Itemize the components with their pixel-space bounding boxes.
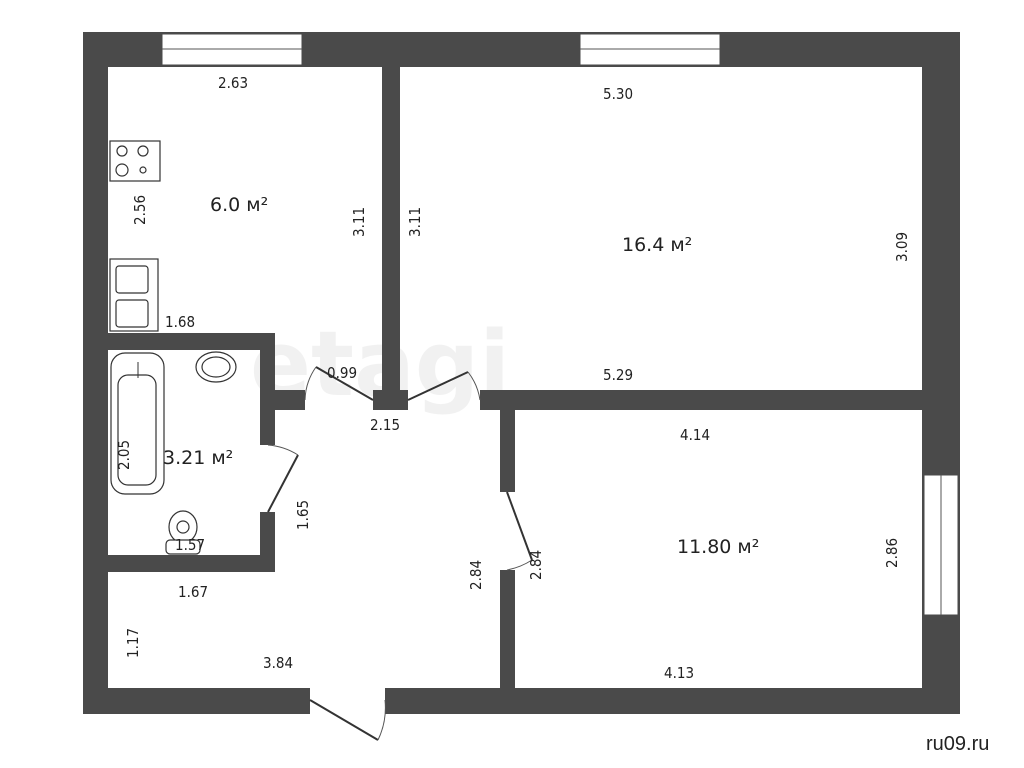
washbasin-icon — [195, 351, 237, 383]
site-label: ru09.ru — [926, 733, 989, 755]
dim-living-bottom: 5.29 — [603, 366, 633, 384]
door-kitchen[interactable] — [304, 366, 374, 401]
toilet-icon — [165, 510, 201, 555]
wall-bottom-right — [385, 688, 960, 714]
dim-bath-left: 2.05 — [115, 440, 133, 470]
wall-bedroom-left-lower — [500, 570, 515, 688]
sink-icon — [109, 258, 159, 332]
dim-bedroom-bottom: 4.13 — [664, 664, 694, 682]
wall-bottom-left — [83, 688, 310, 714]
wall-left — [83, 32, 108, 714]
dim-kitchen-top: 2.63 — [218, 74, 248, 92]
dim-bedroom-left: 2.84 — [527, 550, 545, 580]
wall-pillar — [373, 390, 408, 410]
dim-kitchen-right: 3.11 — [350, 207, 368, 237]
dim-hall-door: 0.99 — [327, 364, 357, 382]
dim-hall-top: 2.15 — [370, 416, 400, 434]
wall-bath-bottom — [108, 555, 275, 572]
dim-living-top: 5.30 — [603, 85, 633, 103]
dim-hall-lower-top: 1.67 — [178, 583, 208, 601]
stove-icon — [109, 140, 161, 182]
dim-bedroom-right: 2.86 — [883, 538, 901, 568]
dim-hall-right: 2.84 — [467, 560, 485, 590]
window-bedroom — [923, 474, 959, 616]
window-kitchen — [161, 33, 303, 66]
wall-bath-right-upper — [260, 333, 275, 445]
wall-bedroom-left-upper — [500, 410, 515, 492]
wall-kitchen-bath — [108, 333, 275, 350]
wall-kitchen-living — [382, 67, 400, 390]
window-living — [579, 33, 721, 66]
door-bedroom[interactable] — [506, 491, 533, 571]
door-bathroom[interactable] — [267, 444, 299, 513]
bathtub-icon — [110, 352, 165, 495]
dim-hall-bottom: 3.84 — [263, 654, 293, 672]
dim-hall-left: 1.65 — [294, 500, 312, 530]
dim-kitchen-left: 2.56 — [131, 195, 149, 225]
wall-hall-top — [260, 390, 305, 410]
area-kitchen: 6.0 м² — [210, 194, 268, 216]
dim-bath-bottom: 1.57 — [175, 536, 205, 554]
dim-living-left: 3.11 — [406, 207, 424, 237]
door-living[interactable] — [407, 371, 481, 401]
dim-living-right: 3.09 — [893, 232, 911, 262]
area-bathroom: 3.21 м² — [163, 447, 233, 469]
area-bedroom: 11.80 м² — [677, 536, 759, 558]
door-entrance[interactable] — [309, 699, 386, 741]
dim-hall-lower-left: 1.17 — [124, 628, 142, 658]
dim-bedroom-top: 4.14 — [680, 426, 710, 444]
dim-kitchen-bottom: 1.68 — [165, 313, 195, 331]
area-living: 16.4 м² — [622, 234, 692, 256]
wall-living-bedroom — [480, 390, 922, 410]
